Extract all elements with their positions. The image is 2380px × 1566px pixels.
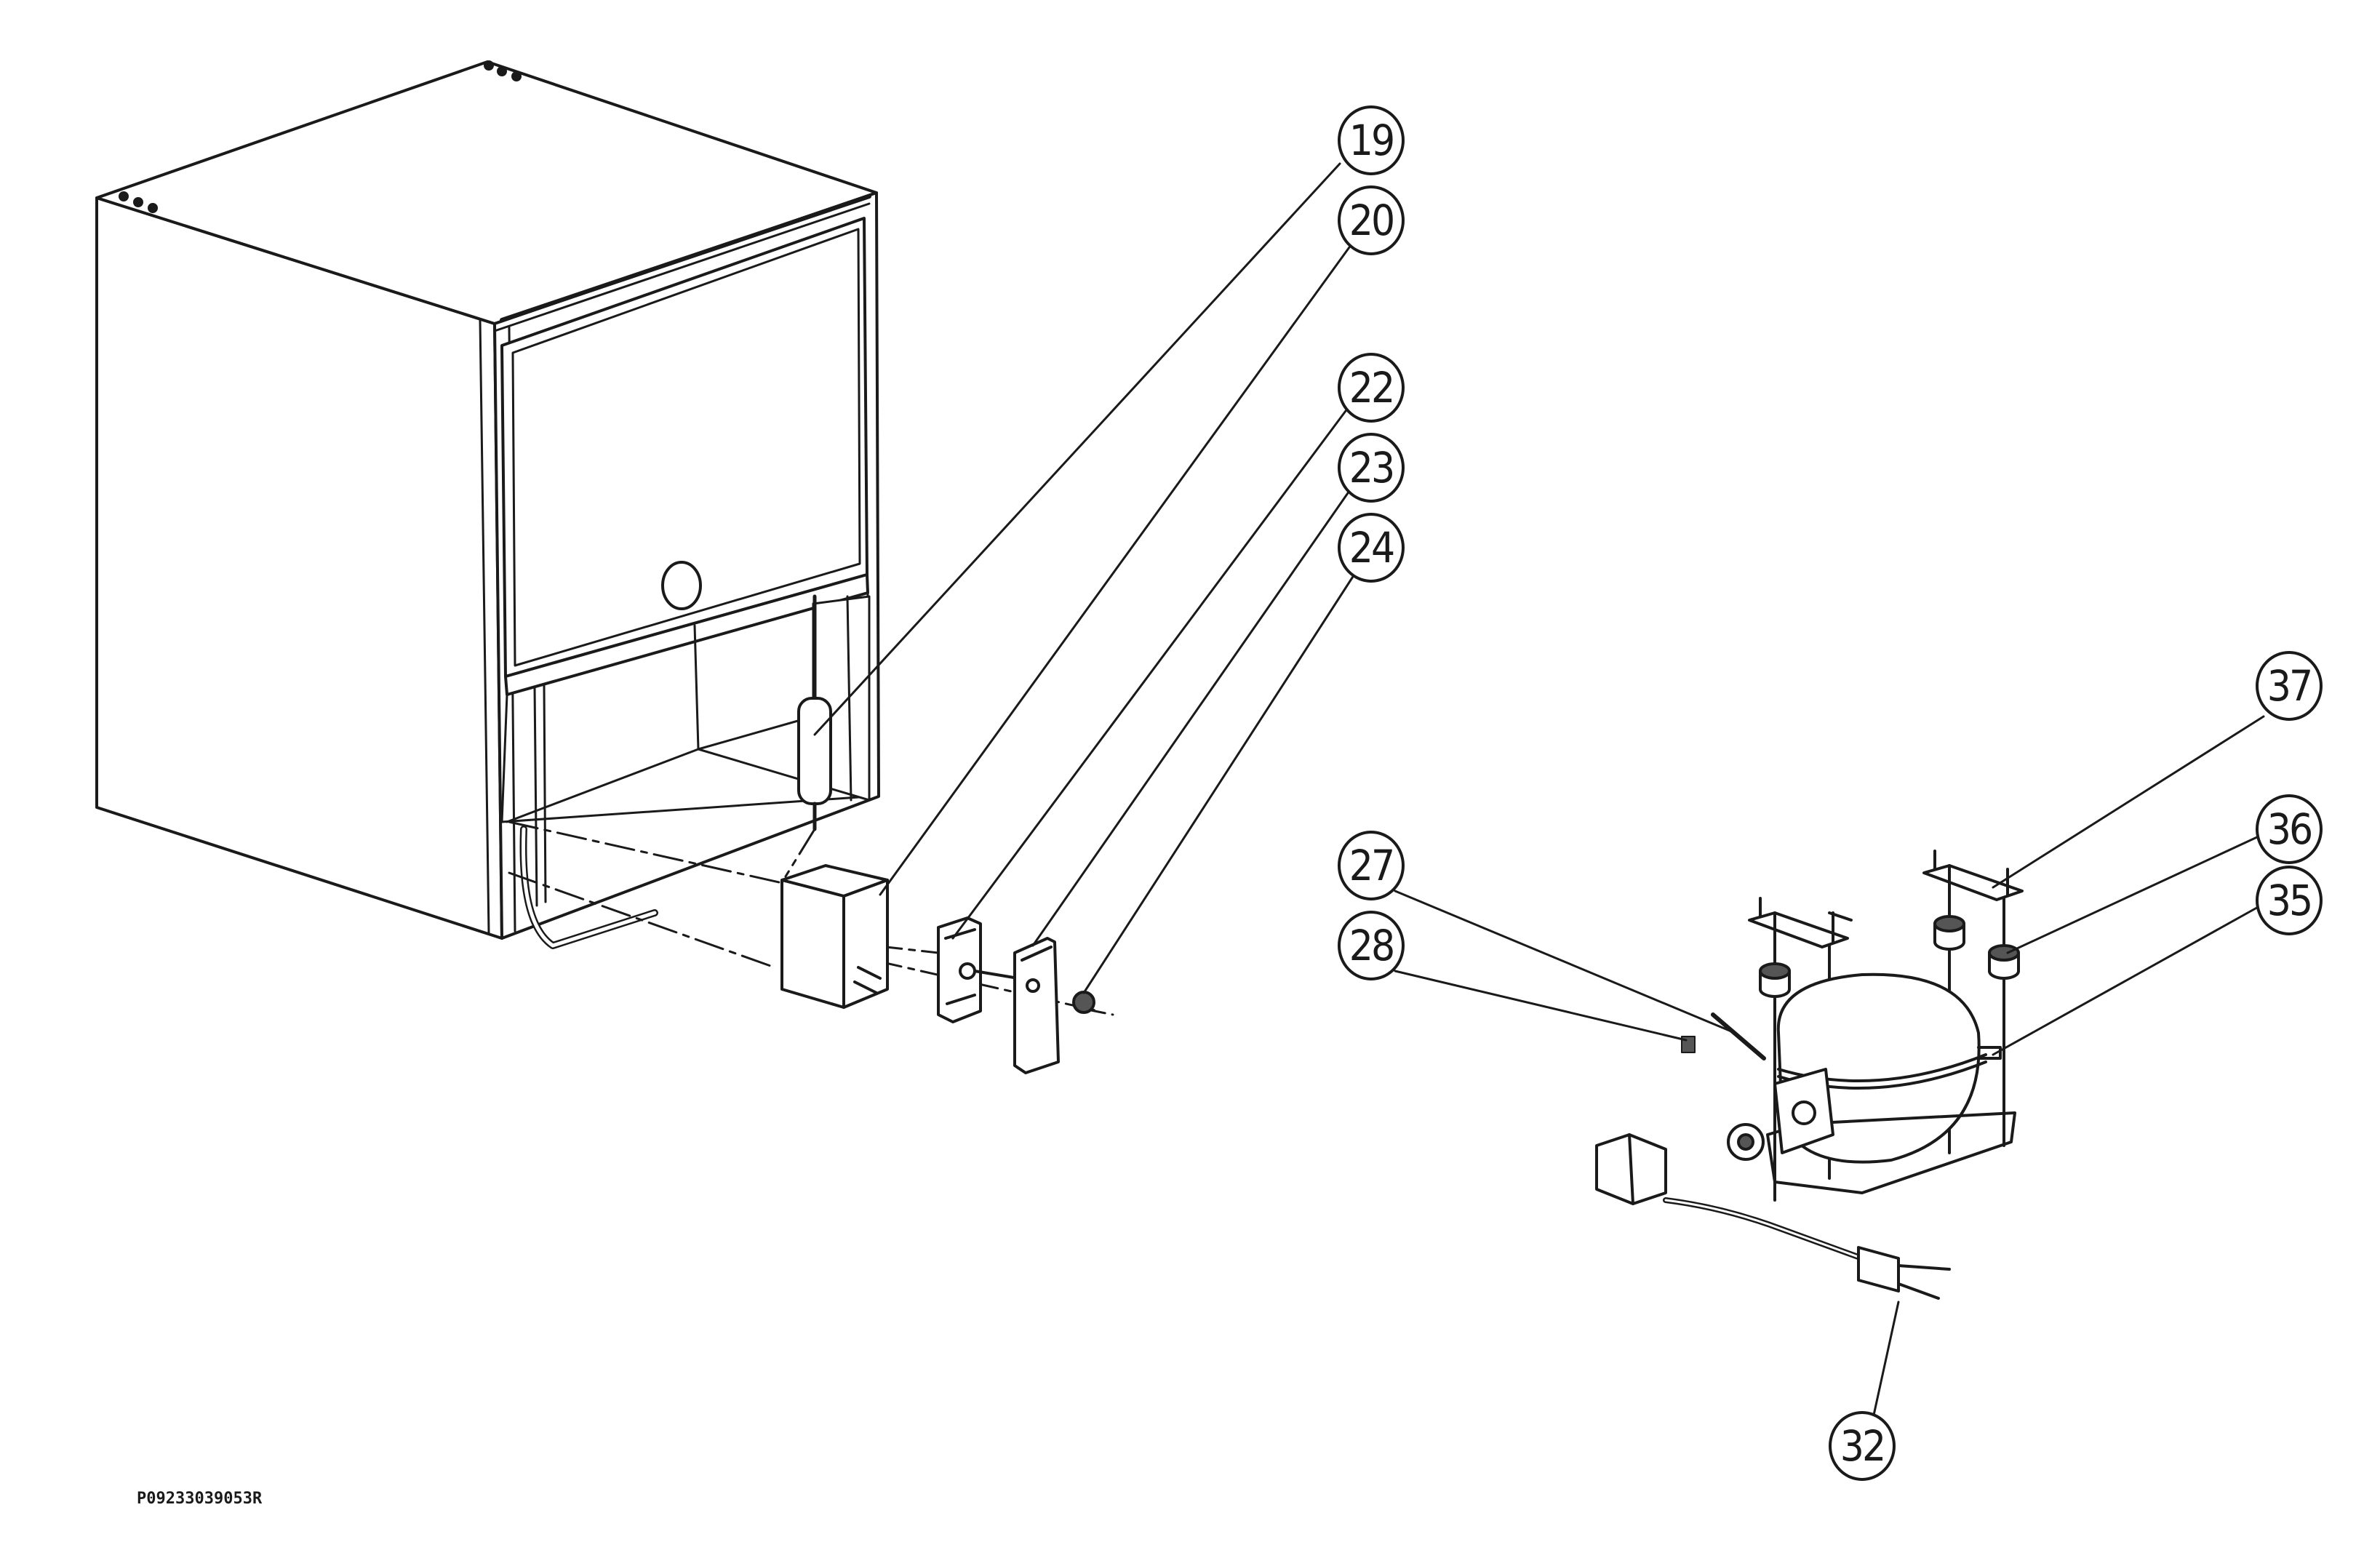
grommet xyxy=(1988,944,2020,980)
callout-circle xyxy=(1338,911,1405,980)
callout-label: 32 xyxy=(1840,1421,1884,1471)
callout-label: 22 xyxy=(1349,363,1393,412)
drawing-code: P09233039053R xyxy=(137,1490,263,1508)
callout-circle xyxy=(1338,831,1405,900)
callout-label: 36 xyxy=(2267,804,2311,854)
callout-36: 36 xyxy=(2256,794,2323,864)
callout-24: 24 xyxy=(1338,513,1405,583)
callout-circle xyxy=(1338,353,1405,423)
callout-32: 32 xyxy=(1829,1411,1896,1481)
callout-circle xyxy=(1829,1411,1896,1481)
grommet xyxy=(1933,915,1965,951)
callout-20: 20 xyxy=(1338,185,1405,255)
callout-circle xyxy=(2256,866,2323,935)
callout-label: 23 xyxy=(1349,443,1393,492)
callout-circle xyxy=(2256,651,2323,721)
callout-19: 19 xyxy=(1338,105,1405,175)
callout-label: 37 xyxy=(2267,661,2311,711)
callout-label: 24 xyxy=(1349,523,1394,572)
callout-label: 28 xyxy=(1349,921,1393,970)
leader-lines xyxy=(813,162,2265,1420)
callout-27: 27 xyxy=(1338,831,1405,900)
grommet xyxy=(1759,962,1791,998)
electrical-box xyxy=(780,864,889,1009)
callout-label: 27 xyxy=(1349,841,1393,890)
relay-bracket xyxy=(937,916,1095,1074)
callout-circle xyxy=(1338,105,1405,175)
callout-label: 20 xyxy=(1349,196,1393,245)
callout-37: 37 xyxy=(2256,651,2323,721)
callout-23: 23 xyxy=(1338,433,1405,503)
callout-circle xyxy=(1338,513,1405,583)
callout-label: 35 xyxy=(2267,876,2311,925)
callout-22: 22 xyxy=(1338,353,1405,423)
callout-28: 28 xyxy=(1338,911,1405,980)
callout-35: 35 xyxy=(2256,866,2323,935)
callout-circle xyxy=(1338,433,1405,503)
compressor-assembly xyxy=(1595,850,2024,1300)
callout-label: 19 xyxy=(1349,116,1393,165)
callouts: 19 20 22 23 24 27 28 32 35 36 37 xyxy=(1338,105,2323,1481)
callout-circle xyxy=(2256,794,2323,864)
callout-circle xyxy=(1338,185,1405,255)
cabinet xyxy=(95,60,880,949)
